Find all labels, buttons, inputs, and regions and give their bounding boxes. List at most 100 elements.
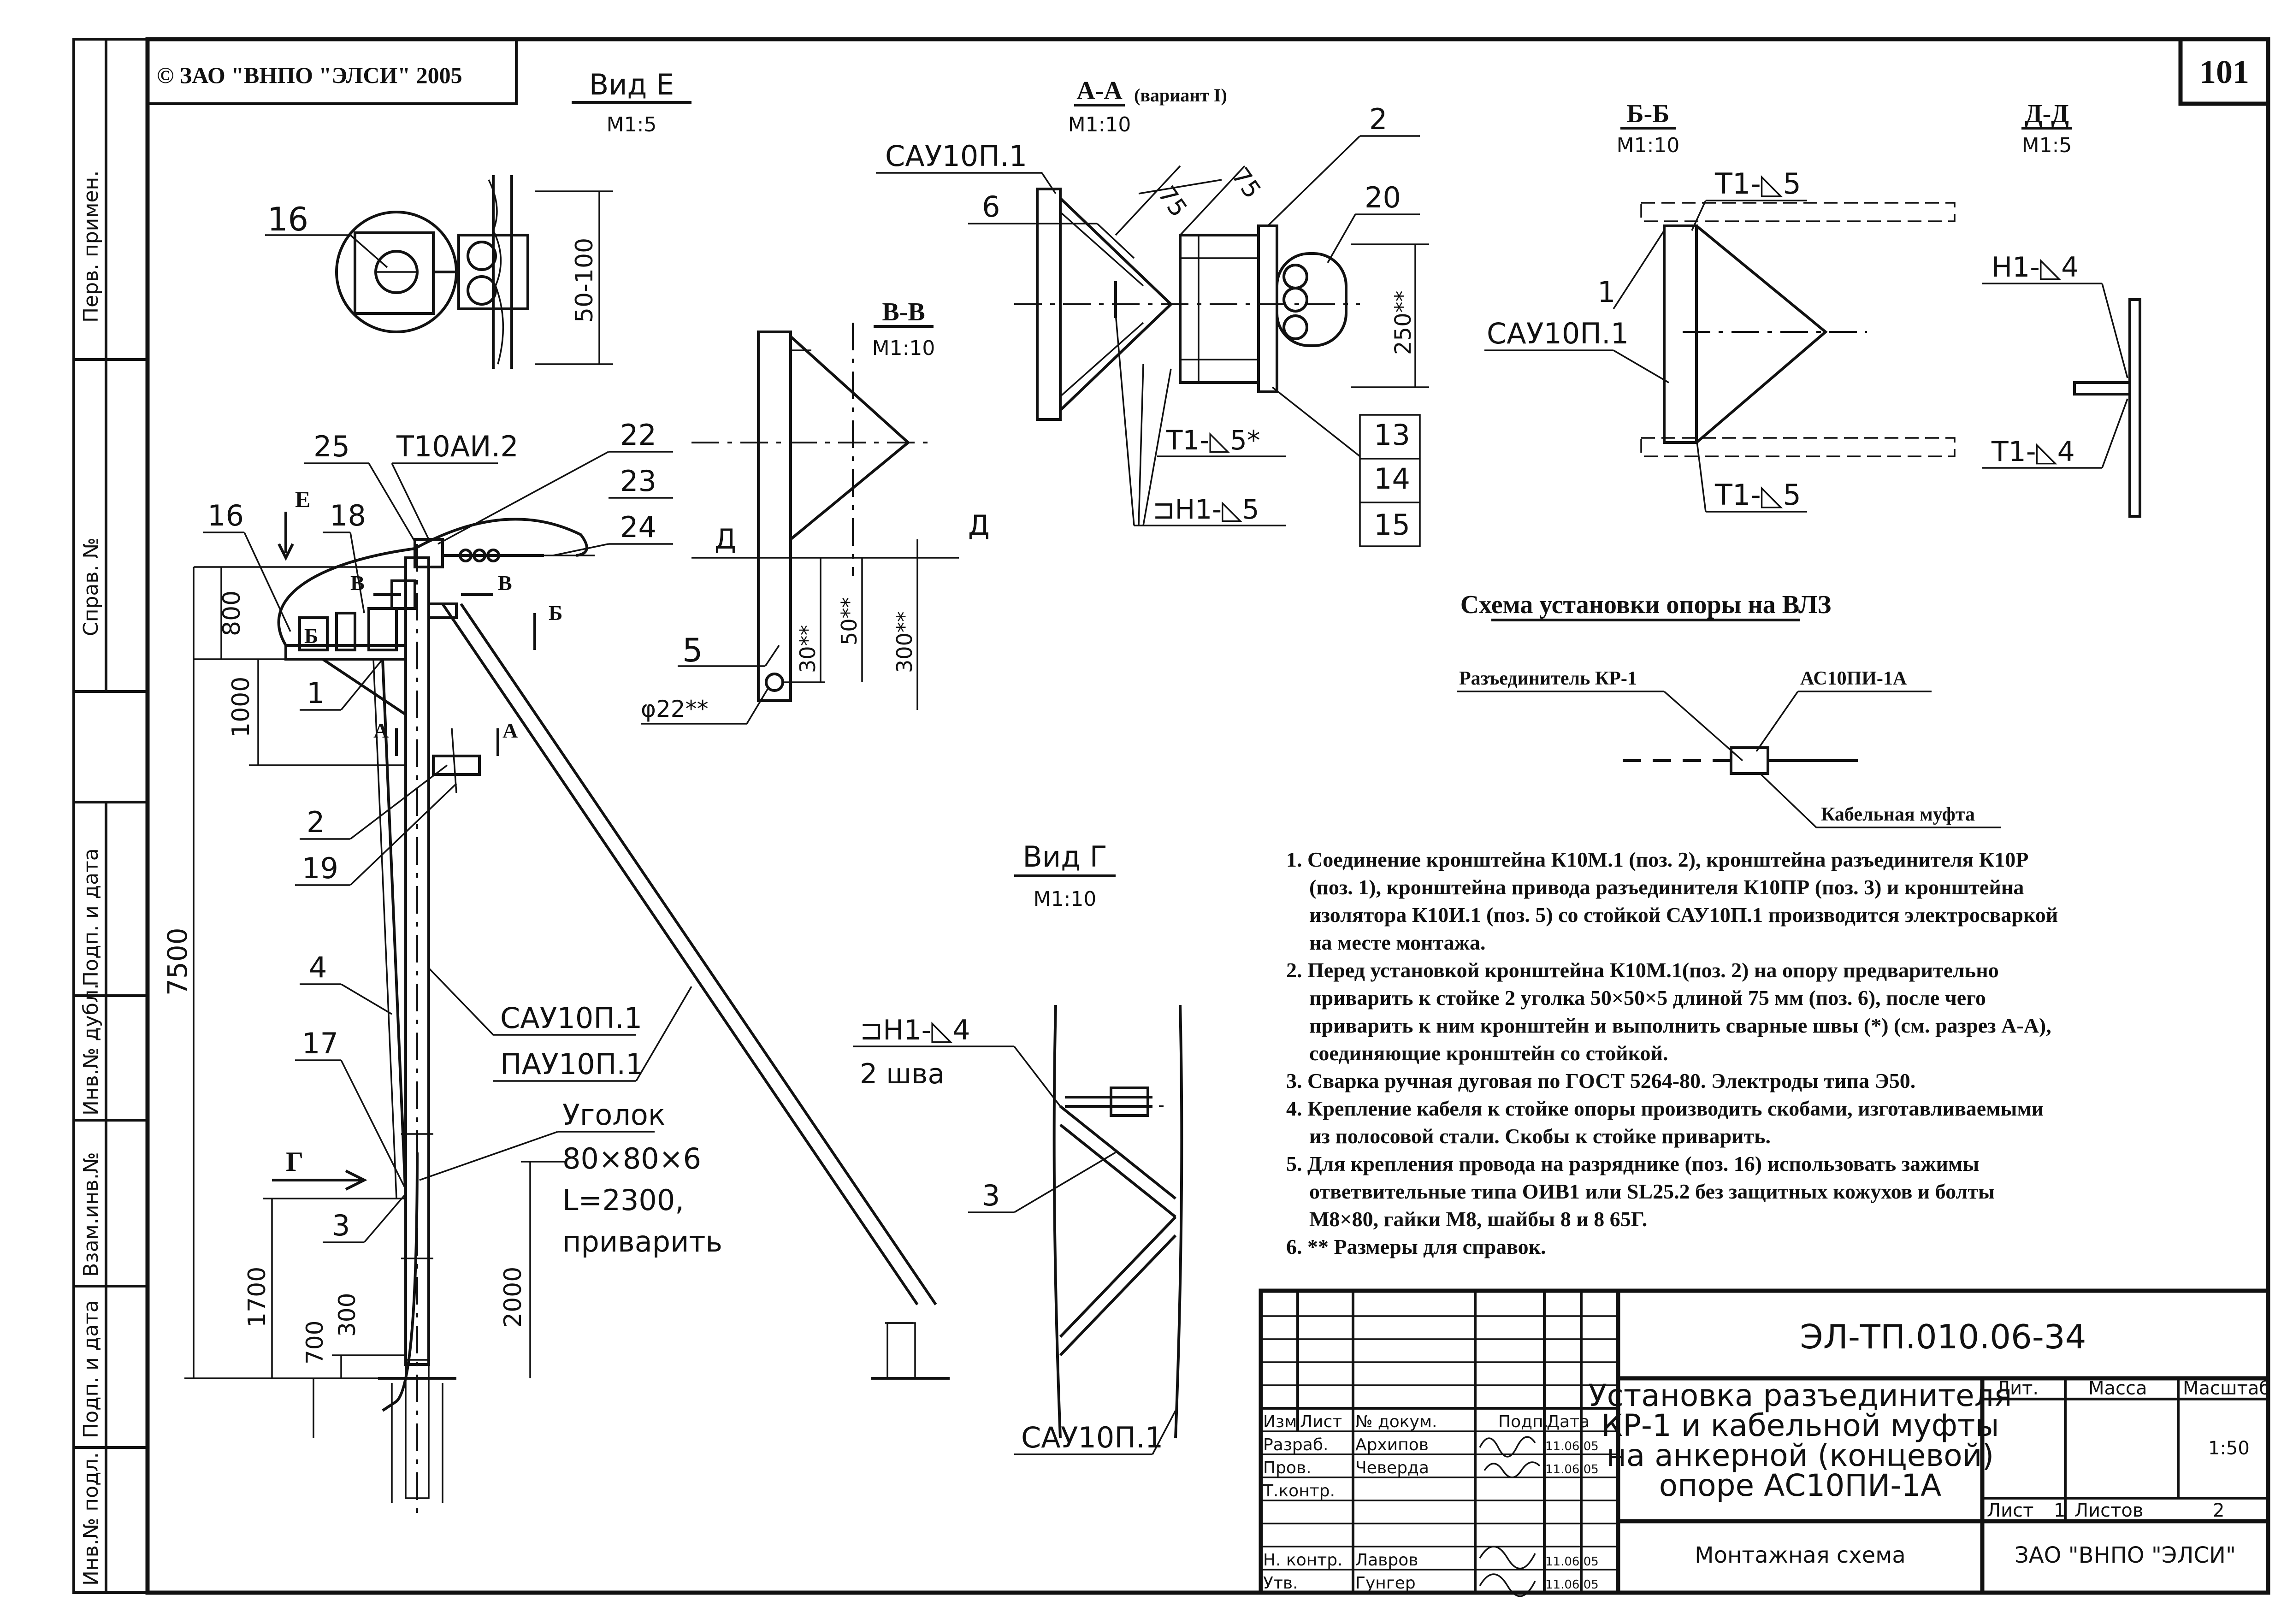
- tb-name-utv: Гунгер: [1355, 1574, 1416, 1593]
- mv-label-19: 19: [302, 851, 338, 885]
- tb-hdr-podp: Подп.: [1498, 1412, 1548, 1431]
- sheet-number: 101: [2199, 53, 2249, 90]
- note-line-3: изолятора К10И.1 (поз. 5) со стойкой САУ…: [1309, 903, 2058, 927]
- note-line-12: 5. Для крепления провода на разряднике (…: [1286, 1152, 1979, 1175]
- mv-label-24: 24: [620, 510, 656, 544]
- view-aa: А-А (вариант I) М1:10 75 75 250** САУ10П…: [876, 77, 1429, 547]
- note-line-8: соединяющие кронштейн со стойкой.: [1309, 1041, 1668, 1065]
- view-aa-scale: М1:10: [1068, 113, 1131, 136]
- tb-role-tkontr: Т.контр.: [1263, 1482, 1335, 1500]
- tb-hdr-izm: Изм: [1263, 1412, 1297, 1431]
- aa-weld-t1: Т1-◺5*: [1166, 425, 1260, 456]
- dim-2000: 2000: [499, 1267, 527, 1328]
- notes: 1. Соединение кронштейна К10М.1 (поз. 2)…: [1286, 848, 2058, 1258]
- view-aa-variant: (вариант I): [1134, 85, 1227, 106]
- bb-weld-bottom: Т1-◺5: [1714, 478, 1801, 512]
- mv-label-privarit: приварить: [562, 1225, 722, 1258]
- view-bb-scale: М1:10: [1617, 134, 1680, 157]
- aa-label-6: 6: [982, 190, 1000, 224]
- main-view: Е В В Б Б А А Г 800 1000 7500 1700 300: [162, 418, 950, 1517]
- sec-a-right: А: [502, 719, 518, 742]
- sheet-number-box: [2178, 37, 2270, 106]
- mv-label-ugolok: Уголок: [562, 1098, 665, 1132]
- mv-label-22: 22: [620, 418, 656, 452]
- note-line-7: приварить к ним кронштейн и выполнить св…: [1309, 1014, 2051, 1037]
- stamp-inv-podl: Инв.№ подл.: [79, 1452, 103, 1586]
- aa-label-sau: САУ10П.1: [885, 139, 1027, 173]
- stamp-inv-dubl: Инв.№ дубл.: [79, 983, 103, 1116]
- mv-label-25: 25: [313, 430, 350, 463]
- vv-dim-30: 30**: [795, 625, 820, 673]
- stamp-podp-data-2: Подп. и дата: [79, 1300, 103, 1438]
- note-line-15: 6. ** Размеры для справок.: [1286, 1235, 1546, 1258]
- aa-label-14: 14: [1374, 462, 1410, 496]
- sec-b-left: Б: [304, 624, 318, 648]
- aa-dim-250: 250**: [1390, 290, 1416, 355]
- sec-e: Е: [295, 486, 310, 512]
- mv-label-80: 80×80×6: [562, 1142, 701, 1175]
- view-e-scale: М1:5: [607, 113, 657, 136]
- tb-scale-value: 1:50: [2208, 1438, 2250, 1459]
- tb-role-razrab: Разраб.: [1263, 1435, 1328, 1454]
- vv-dim-50: 50**: [837, 597, 862, 645]
- view-vv-scale: М1:10: [872, 337, 935, 360]
- mv-label-1: 1: [307, 676, 325, 710]
- signature-marks: [1479, 1436, 1541, 1597]
- bb-weld-top: Т1-◺5: [1714, 167, 1801, 201]
- view-e: Вид Е М1:5 50-100 16: [265, 68, 691, 369]
- vg-label-3: 3: [982, 1179, 1000, 1212]
- tb-hdr-list: Лист: [1300, 1412, 1342, 1431]
- mv-label-16: 16: [207, 499, 244, 532]
- mv-label-23: 23: [620, 464, 656, 498]
- tb-name-nkontr: Лавров: [1355, 1551, 1418, 1570]
- note-line-5: 2. Перед установкой кронштейна К10М.1(по…: [1286, 958, 1999, 982]
- tb-role-nkontr: Н. контр.: [1263, 1551, 1343, 1570]
- note-line-4: на месте монтажа.: [1309, 931, 1486, 954]
- tb-doc-code: ЭЛ-ТП.010.06-34: [1800, 1317, 2086, 1356]
- vv-dim-phi22: φ22**: [641, 696, 709, 722]
- view-g-title: Вид Г: [1022, 840, 1107, 874]
- mv-label-t10: Т10АИ.2: [396, 430, 519, 463]
- note-line-14: М8×80, гайки М8, шайбы 8 и 8 65Г.: [1309, 1207, 1647, 1231]
- sec-v-right: В: [498, 571, 512, 595]
- copyright-box: [146, 38, 518, 105]
- note-line-1: 1. Соединение кронштейна К10М.1 (поз. 2)…: [1286, 848, 2028, 871]
- aa-label-15: 15: [1374, 508, 1410, 542]
- tb-name-prov: Чеверда: [1355, 1459, 1429, 1477]
- note-line-6: приварить к стойке 2 уголка 50×50×5 длин…: [1309, 986, 1986, 1010]
- vg-label-sau: САУ10П.1: [1021, 1421, 1163, 1454]
- vg-weld: ⊐Н1-◺4: [860, 1014, 970, 1046]
- mv-label-18: 18: [330, 499, 366, 532]
- mv-label-l2300: L=2300,: [562, 1183, 684, 1217]
- note-line-2: (поз. 1), кронштейна привода разъедините…: [1309, 875, 2024, 899]
- tb-title-3: на анкерной (концевой): [1607, 1438, 1994, 1473]
- tb-title-4: опоре АС10ПИ-1А: [1659, 1468, 1942, 1503]
- dim-700: 700: [301, 1321, 328, 1364]
- view-vv: В-В М1:10 Д Д 5 30** 50** 300** φ22**: [641, 298, 990, 725]
- aa-dim-75a: 75: [1152, 181, 1192, 222]
- side-stamps: Перв. примен. Справ. № Подп. и дата Инв.…: [79, 171, 103, 1586]
- tb-company: ЗАО "ВНПО "ЭЛСИ": [2015, 1542, 2236, 1568]
- tb-scale-label: Масштаб: [2183, 1378, 2270, 1399]
- tb-name-razrab: Архипов: [1355, 1435, 1429, 1454]
- view-dd-scale: М1:5: [2022, 134, 2072, 157]
- bb-label-1: 1: [1597, 275, 1615, 309]
- tb-drawing-type: Монтажная схема: [1695, 1542, 1906, 1568]
- view-e-callout: 16: [267, 201, 308, 238]
- tb-hdr-data: Дата: [1547, 1412, 1590, 1431]
- dim-1700: 1700: [243, 1267, 271, 1328]
- sec-a-left: А: [373, 719, 389, 742]
- mv-label-2: 2: [307, 805, 325, 839]
- mv-label-3: 3: [332, 1209, 350, 1242]
- scheme-bottom-label: Кабельная муфта: [1821, 804, 1975, 825]
- side-stamp-frame: [72, 38, 149, 1594]
- sec-b-right: Б: [549, 601, 562, 625]
- tb-title-1: Установка разъединителя: [1588, 1378, 2012, 1413]
- bb-label-sau: САУ10П.1: [1487, 317, 1629, 350]
- aa-label-13: 13: [1374, 418, 1410, 452]
- view-dd-title: Д-Д: [2025, 100, 2069, 128]
- tb-sheets-value: 2: [2213, 1500, 2224, 1521]
- tb-hdr-doc: № докум.: [1355, 1412, 1437, 1431]
